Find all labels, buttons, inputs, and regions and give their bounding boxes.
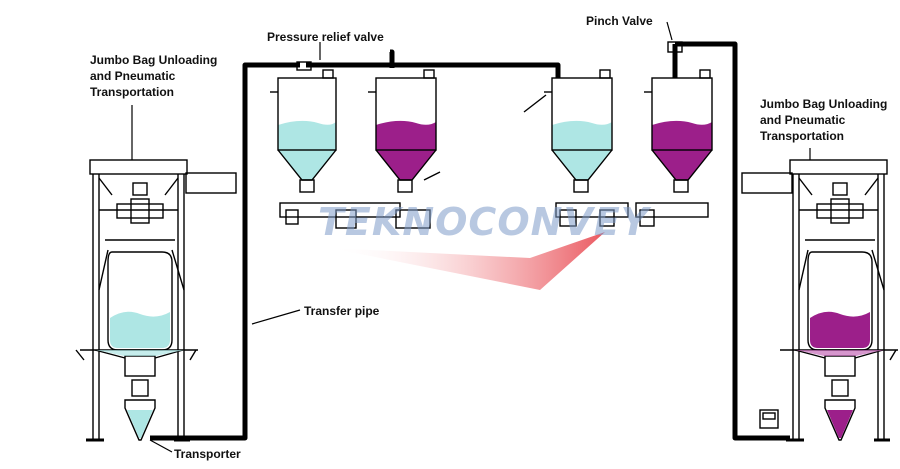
- pinch-valve-label: Pinch Valve: [586, 14, 653, 28]
- silo-2: [368, 69, 441, 229]
- watermark-text: TEKNOCONVEY: [318, 200, 650, 244]
- right-transporter-material: [827, 410, 853, 438]
- silo-4: [635, 41, 713, 227]
- silo-3: [523, 69, 629, 227]
- left-hopper-fill: [96, 350, 184, 356]
- transporter-label: Transporter: [174, 447, 241, 461]
- right-station-label-line3: Transportation: [760, 129, 845, 143]
- left-station-label-line2: and Pneumatic: [90, 69, 176, 83]
- watermark-arrow: [330, 232, 605, 290]
- left-transporter-material: [127, 410, 153, 438]
- right-hopper-fill: [796, 350, 884, 356]
- left-station-label: Jumbo Bag Unloading and Pneumatic Transp…: [90, 52, 217, 100]
- transfer-pipe-label: Transfer pipe: [304, 304, 380, 318]
- left-unloading-station: [75, 159, 237, 442]
- right-unloading-station: [741, 159, 898, 442]
- transfer-pipe: [150, 41, 790, 441]
- label-pointers: [131, 21, 811, 453]
- left-station-label-line1: Jumbo Bag Unloading: [90, 53, 218, 67]
- right-station-label: Jumbo Bag Unloading and Pneumatic Transp…: [760, 96, 887, 144]
- silo-1: [270, 61, 401, 229]
- right-station-label-line2: and Pneumatic: [760, 113, 846, 127]
- right-station-label-line1: Jumbo Bag Unloading: [760, 97, 888, 111]
- pressure-relief-valve-label: Pressure relief valve: [267, 30, 384, 44]
- left-station-label-line3: Transportation: [90, 85, 175, 99]
- right-bag-material: [810, 311, 870, 348]
- left-bag-material: [110, 311, 170, 348]
